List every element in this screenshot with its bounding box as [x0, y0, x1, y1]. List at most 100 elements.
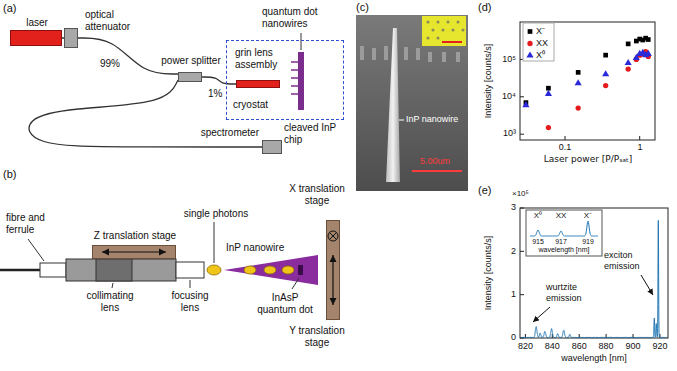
leader-line	[112, 283, 113, 288]
leader-line	[214, 222, 215, 263]
text-label: 1%	[208, 88, 222, 100]
text-label: X⁰	[530, 211, 546, 221]
node-label: laser	[11, 17, 63, 29]
text-label: 920	[647, 341, 673, 352]
axis-ticks	[520, 59, 640, 140]
pillar	[442, 52, 446, 62]
legend-marker	[526, 51, 533, 57]
plot-frame	[520, 208, 668, 338]
splitter-box: power splitter	[178, 72, 202, 82]
text-label: 10³	[494, 128, 516, 139]
dot	[447, 21, 450, 24]
legend-text: X⁻	[536, 26, 545, 37]
nanowire-mark	[291, 93, 298, 95]
annotation-arrow	[641, 275, 653, 295]
inset-spectrum	[530, 221, 598, 236]
chip-nanowires	[291, 62, 298, 94]
tick	[520, 96, 524, 97]
pillar	[428, 52, 432, 62]
node-label: spectrometer	[193, 127, 259, 139]
text-label: focusing lens	[162, 290, 218, 314]
text-label: 820	[512, 341, 538, 352]
text-label: fibre and ferrule	[6, 212, 62, 236]
text-label: single photons	[176, 208, 256, 220]
photon	[244, 266, 256, 274]
text-label: collimating lens	[80, 290, 140, 314]
tick	[520, 208, 524, 209]
text-label: 915	[528, 238, 548, 246]
text-label: 10⁴	[494, 91, 516, 102]
attenuator-box: optical attenuator	[64, 28, 78, 48]
pillar	[404, 47, 408, 60]
axis-title: Intensity [counts/s]	[483, 236, 494, 311]
pillar	[384, 46, 388, 60]
tick	[565, 136, 566, 140]
scale-bar	[412, 170, 462, 172]
data-point	[546, 125, 551, 130]
text-label: 1	[628, 142, 652, 153]
text-label: InP nanowire	[226, 242, 284, 254]
dot	[462, 29, 465, 32]
text-label: 99%	[100, 58, 120, 70]
nanowire-mark	[291, 85, 298, 87]
photons	[207, 265, 294, 275]
legend-markers	[526, 29, 533, 57]
text-label: (b)	[3, 168, 16, 181]
dot	[437, 37, 440, 40]
data-point	[603, 83, 608, 88]
pillars	[360, 46, 460, 62]
ferrule	[40, 263, 66, 277]
tick	[639, 136, 640, 140]
text-label: 860	[566, 341, 592, 352]
photon	[207, 265, 221, 275]
text-label: wurtzite emission	[546, 282, 598, 304]
legend-marker	[528, 29, 533, 34]
dot	[432, 29, 435, 32]
text-label: wavelength [nm]	[534, 353, 654, 364]
annotation-arrow	[533, 307, 550, 322]
plot-frame	[520, 22, 655, 140]
scale-bar	[442, 41, 462, 43]
legend-text: XX	[536, 38, 548, 49]
text-label: 900	[620, 341, 646, 352]
text-label: 3	[494, 202, 516, 213]
node-label: cryostat	[233, 99, 293, 111]
optical-fibre	[202, 77, 236, 84]
nanowire-mark	[291, 77, 298, 79]
text-label: 919	[578, 238, 598, 246]
text-label: (a)	[3, 2, 16, 15]
tick	[520, 251, 524, 252]
node-label: power splitter	[153, 55, 229, 67]
nanowire	[224, 255, 318, 285]
data-point	[626, 66, 631, 71]
node-label: optical attenuator	[85, 9, 155, 33]
inset-dots	[427, 21, 465, 40]
inp-chip: cleaved InP chip	[298, 52, 304, 110]
text-label: 2	[494, 246, 516, 257]
text-label: 10⁵	[494, 54, 516, 65]
legend-box	[523, 23, 554, 61]
pillar	[372, 48, 376, 60]
out-of-plane-symbol	[328, 231, 338, 241]
nanowire-mark	[291, 61, 298, 63]
axis-title: Intensity [counts/s]	[483, 44, 494, 119]
text-label: exciton emission	[604, 250, 650, 272]
tick	[520, 134, 524, 135]
grin-lens: grin lens assembly	[236, 80, 280, 88]
laser-box: laser	[10, 30, 62, 46]
leader-line	[190, 280, 191, 288]
text-label: 1	[494, 289, 516, 300]
sem-image	[356, 15, 468, 191]
pillar	[360, 46, 364, 60]
leader-line	[301, 33, 302, 50]
spectrometer-box: spectrometer	[262, 140, 282, 154]
text-label: ×10⁵	[512, 189, 529, 199]
data-point	[576, 105, 581, 110]
out-of-plane-symbol	[330, 233, 337, 240]
node-label: cleaved InP chip	[284, 122, 346, 146]
text-label: 0.1	[553, 142, 577, 153]
pillar	[416, 48, 420, 60]
text-label: X⁻	[580, 211, 596, 221]
text-label: wavelength [nm]	[528, 246, 600, 254]
